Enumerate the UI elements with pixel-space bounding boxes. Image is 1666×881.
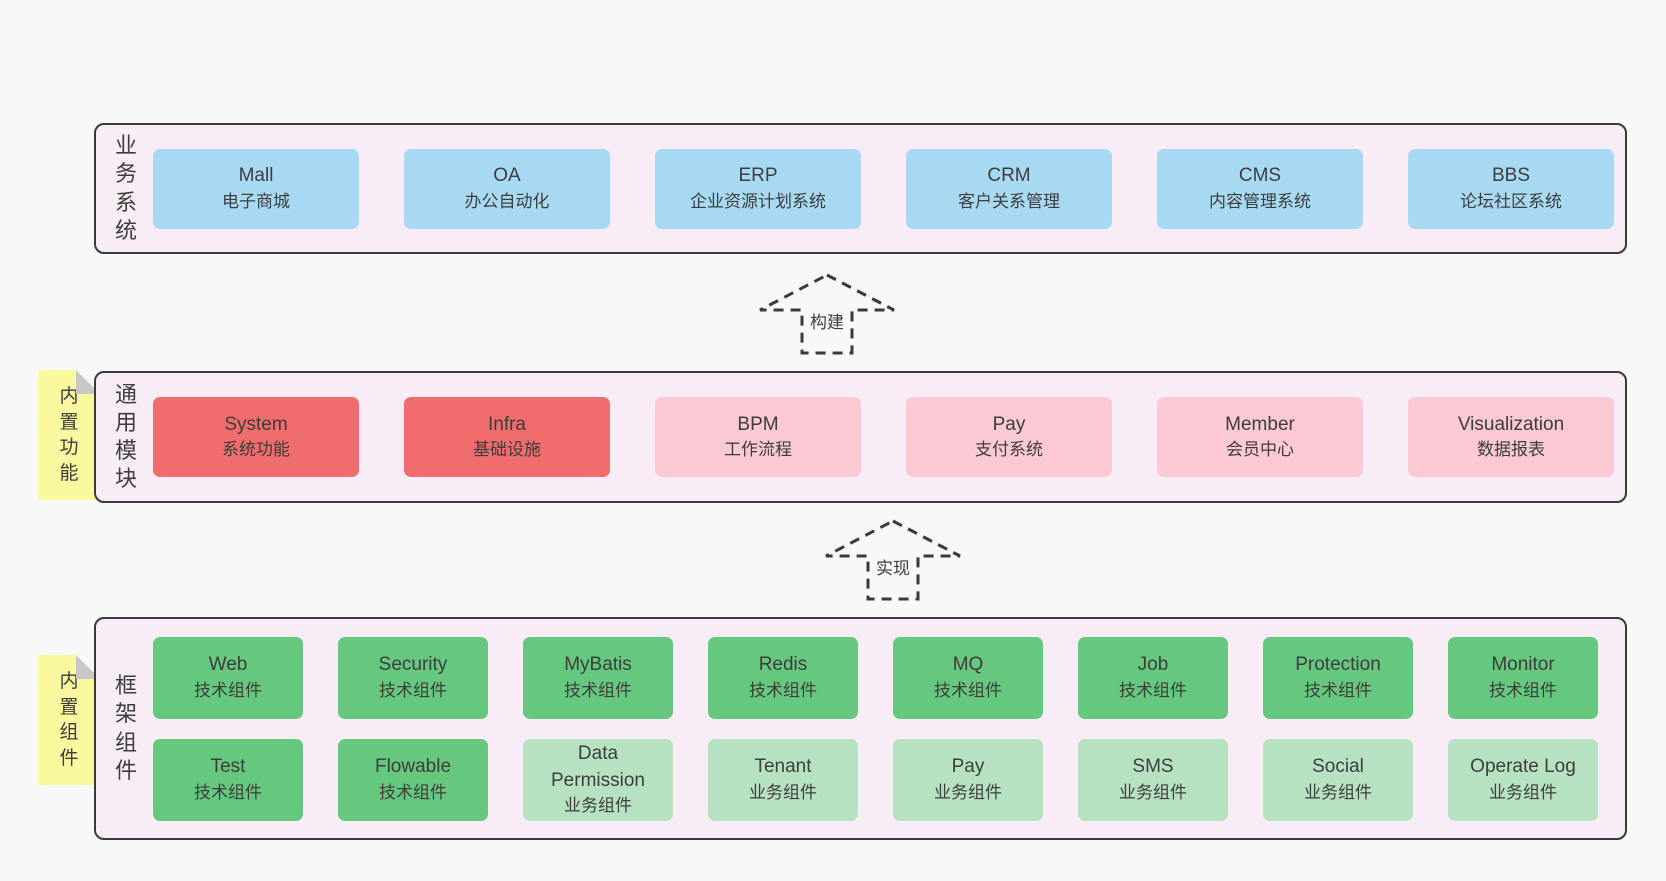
layer-side-label: 通用模块 <box>114 381 137 492</box>
box-cms: CMS 内容管理系统 <box>1157 148 1363 229</box>
box-oa: OA 办公自动化 <box>404 148 610 229</box>
box-data-permission: Data Permission 业务组件 <box>523 738 673 821</box>
box-flowable: Flowable 技术组件 <box>338 738 488 821</box>
layer-side-label: 框架组件 <box>114 673 137 783</box>
box-tenant: Tenant 业务组件 <box>708 738 858 821</box>
box-bpm: BPM 工作流程 <box>655 397 861 477</box>
arrow-label: 构建 <box>807 308 847 333</box>
box-operate-log: Operate Log 业务组件 <box>1448 738 1598 821</box>
box-pay-biz: Pay 业务组件 <box>893 738 1043 821</box>
box-visualization: Visualization 数据报表 <box>1408 397 1614 477</box>
box-crm: CRM 客户关系管理 <box>906 148 1112 229</box>
arrow-build: 构建 <box>757 272 897 356</box>
box-job: Job 技术组件 <box>1078 636 1228 719</box>
layer-common-modules: 通用模块 System 系统功能 Infra 基础设施 BPM 工作流程 Pay… <box>94 371 1627 503</box>
box-member: Member 会员中心 <box>1157 397 1363 477</box>
layer-framework-components: 框架组件 Web 技术组件 Security 技术组件 MyBatis 技术组件… <box>94 617 1627 840</box>
box-mybatis: MyBatis 技术组件 <box>523 636 673 719</box>
box-sms: SMS 业务组件 <box>1078 738 1228 821</box>
box-mall: Mall 电子商城 <box>153 148 359 229</box>
box-erp: ERP 企业资源计划系统 <box>655 148 861 229</box>
box-bbs: BBS 论坛社区系统 <box>1408 148 1614 229</box>
components-row-2: Test 技术组件 Flowable 技术组件 Data Permission … <box>153 738 1598 821</box>
note-label: 内置功能 <box>59 386 79 484</box>
box-security: Security 技术组件 <box>338 636 488 719</box>
note-label: 内置组件 <box>59 671 79 769</box>
arrow-implement: 实现 <box>823 518 963 602</box>
modules-box-row: System 系统功能 Infra 基础设施 BPM 工作流程 Pay 支付系统… <box>153 397 1614 477</box>
box-monitor: Monitor 技术组件 <box>1448 636 1598 719</box>
layer-side-label: 业务系统 <box>114 133 137 243</box>
box-web: Web 技术组件 <box>153 636 303 719</box>
arrow-label: 实现 <box>873 554 913 579</box>
box-protection: Protection 技术组件 <box>1263 636 1413 719</box>
box-social: Social 业务组件 <box>1263 738 1413 821</box>
components-row-1: Web 技术组件 Security 技术组件 MyBatis 技术组件 Redi… <box>153 636 1598 719</box>
box-mq: MQ 技术组件 <box>893 636 1043 719</box>
business-box-row: Mall 电子商城 OA 办公自动化 ERP 企业资源计划系统 CRM 客户关系… <box>153 148 1614 229</box>
box-redis: Redis 技术组件 <box>708 636 858 719</box>
layer-business-systems: 业务系统 Mall 电子商城 OA 办公自动化 ERP 企业资源计划系统 CRM… <box>94 123 1627 254</box>
components-box-rows: Web 技术组件 Security 技术组件 MyBatis 技术组件 Redi… <box>153 636 1598 821</box>
sticky-note-built-in-components: 内置组件 <box>38 655 100 785</box>
sticky-note-built-in-functions: 内置功能 <box>38 370 100 500</box>
box-system: System 系统功能 <box>153 397 359 477</box>
box-infra: Infra 基础设施 <box>404 397 610 477</box>
box-pay: Pay 支付系统 <box>906 397 1112 477</box>
box-test: Test 技术组件 <box>153 738 303 821</box>
